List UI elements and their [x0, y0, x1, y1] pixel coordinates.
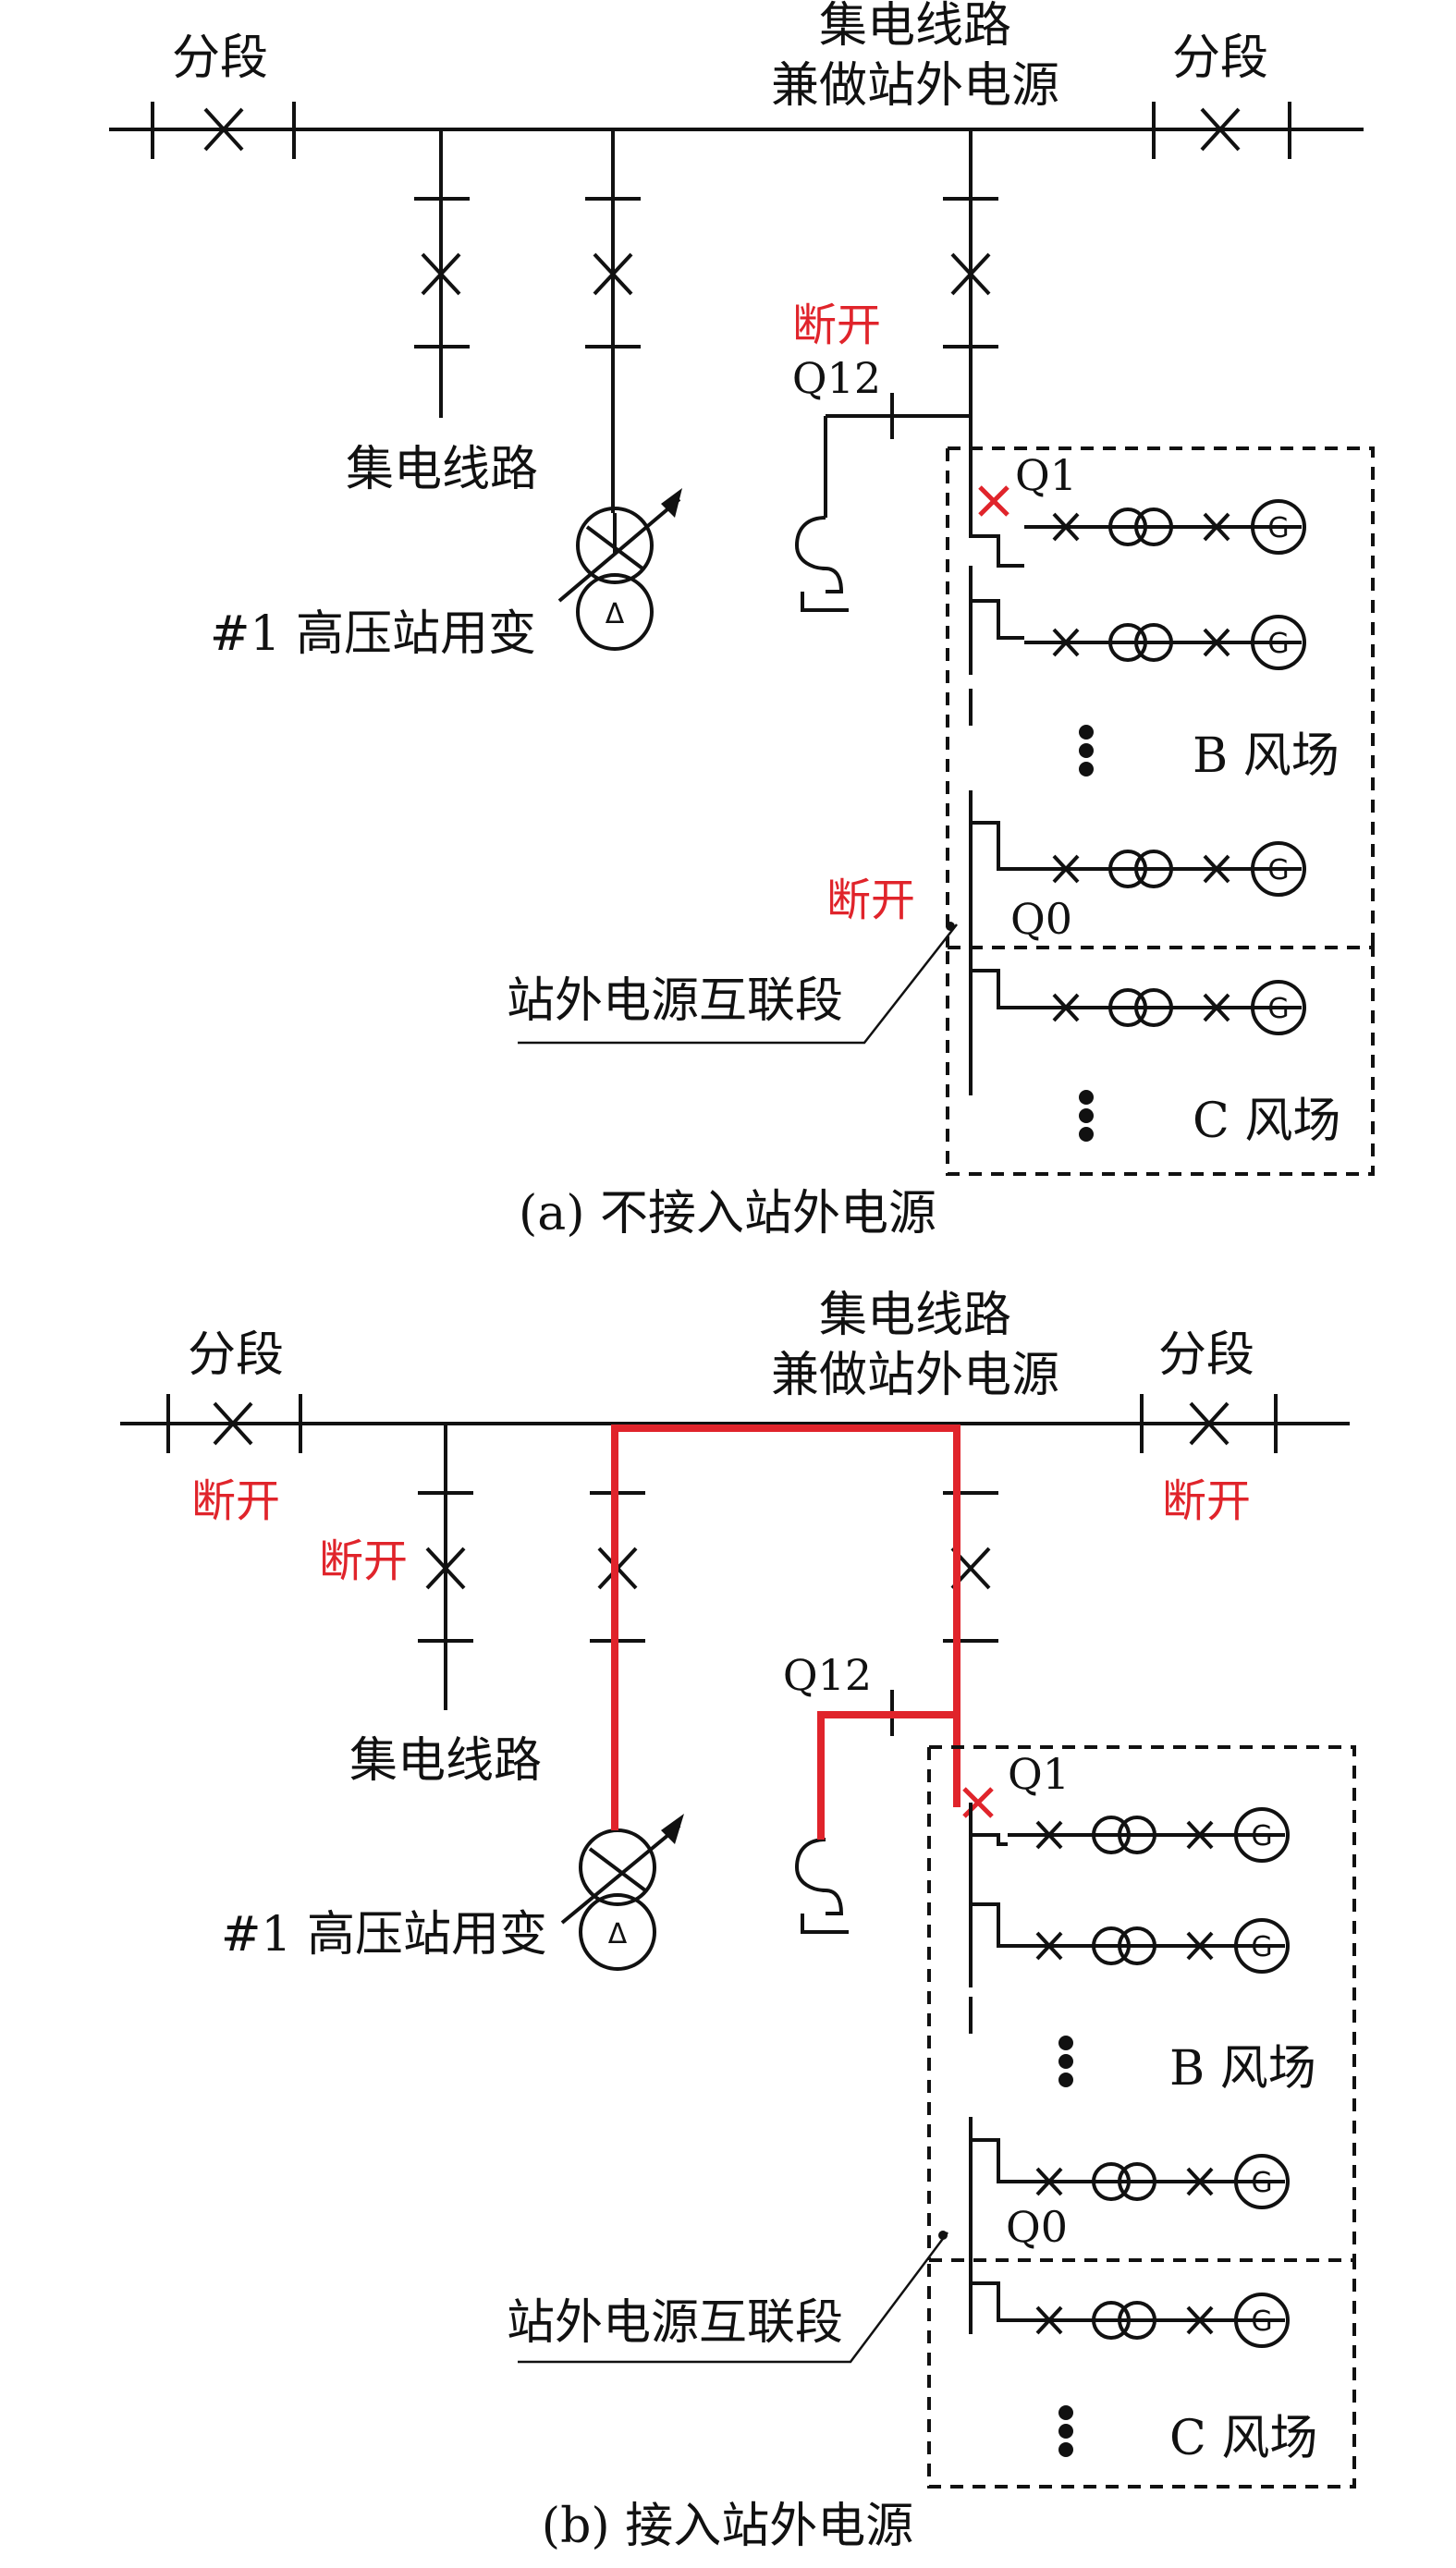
collector-line-label-b: 集电线路 [349, 1733, 542, 1789]
q0-label-a: Q0 [1010, 894, 1072, 944]
wind-farm-b-box-a [948, 446, 1375, 948]
interconnect-leader-a [518, 923, 958, 1045]
feeder-title-1-a: 集电线路 [819, 0, 1011, 54]
feeder-title-2-a: 兼做站外电源 [771, 58, 1059, 114]
generator-unit-a4 [1022, 980, 1306, 1035]
wind-farm-b-box-b [929, 1745, 1356, 2260]
svg-text:Δ: Δ [608, 1918, 628, 1950]
open-label-q0-a: 断开 [826, 874, 915, 926]
generator-unit-b4 [1006, 2293, 1290, 2348]
open-label-feeder-b: 断开 [319, 1535, 408, 1587]
q0-label-b: Q0 [1006, 2202, 1068, 2252]
section-breaker-right-a [1152, 102, 1291, 159]
diagram-a: Δ [109, 102, 1375, 1176]
collector-line-label-a: 集电线路 [346, 442, 538, 497]
section-label-left-a: 分段 [172, 31, 268, 86]
section-breaker-left-b [166, 1394, 302, 1453]
wind-farm-c-label-a: C 风场 [1193, 1094, 1340, 1149]
open-label-q12-a: 断开 [792, 300, 881, 351]
energized-path-b [611, 1425, 960, 1840]
interconnect-label-b: 站外电源互联段 [507, 2295, 843, 2351]
generator-unit-a2 [1022, 615, 1306, 670]
q1-label-a: Q1 [1015, 450, 1077, 500]
section-label-right-a: 分段 [1172, 31, 1268, 86]
wind-farm-b-label-b: B 风场 [1169, 2041, 1316, 2097]
section-label-left-b: 分段 [188, 1327, 284, 1383]
q1-breaker-a [969, 485, 1009, 532]
svg-text:G: G [1267, 854, 1289, 887]
transformer-label-a: #1 高压站用变 [210, 606, 536, 662]
svg-text:G: G [1267, 512, 1289, 544]
wind-farm-chain-b [969, 1803, 1008, 2334]
svg-text:G: G [1251, 1931, 1272, 1963]
open-label-left-b: 断开 [191, 1475, 280, 1527]
feeder-title-1-b: 集电线路 [819, 1288, 1011, 1343]
q1-breaker-b [962, 1787, 994, 1818]
q12-label-b: Q12 [783, 1650, 872, 1700]
svg-text:G: G [1251, 2305, 1272, 2338]
wind-farm-b-label-a: B 风场 [1193, 728, 1340, 784]
wind-farm-c-box-b [927, 2258, 1356, 2489]
q12-label-a: Q12 [792, 353, 881, 403]
main-feeder-a [794, 129, 998, 612]
interconnect-leader-b [518, 2232, 948, 2364]
collector-feeder-b [418, 1424, 473, 1710]
transformer-icon-b: Δ [560, 1814, 684, 1971]
generator-unit-a1 [1022, 499, 1306, 555]
generator-unit-b2 [1006, 1918, 1290, 1974]
q1-label-b: Q1 [1008, 1749, 1070, 1799]
section-breaker-right-b [1140, 1394, 1278, 1453]
generator-unit-b1 [1006, 1807, 1290, 1863]
wind-farm-chain-a [969, 499, 1024, 1095]
svg-text:Δ: Δ [606, 598, 625, 630]
diagram-b: Δ [120, 1394, 1356, 2489]
svg-text:G: G [1267, 993, 1289, 1025]
interconnect-label-a: 站外电源互联段 [507, 973, 843, 1029]
transformer-icon: Δ [557, 488, 682, 651]
section-label-right-b: 分段 [1158, 1327, 1254, 1383]
feeder-title-2-b: 兼做站外电源 [771, 1348, 1059, 1403]
svg-text:G: G [1251, 2167, 1272, 2199]
transformer-feeder-a [585, 129, 641, 513]
svg-text:G: G [1251, 1820, 1272, 1853]
generator-unit-b3 [1006, 2154, 1290, 2209]
open-label-right-b: 断开 [1162, 1475, 1251, 1527]
transformer-label-b: #1 高压站用变 [221, 1907, 547, 1963]
generator-unit-a3 [1022, 841, 1306, 897]
svg-text:G: G [1267, 628, 1289, 660]
caption-b: (b) 接入站外电源 [542, 2499, 913, 2554]
wind-farm-c-label-b: C 风场 [1169, 2411, 1317, 2466]
wind-farm-c-box-a [946, 946, 1375, 1176]
collector-feeder-a [414, 129, 470, 418]
caption-a: (a) 不接入站外电源 [519, 1186, 936, 1241]
section-breaker-left-a [151, 102, 296, 159]
